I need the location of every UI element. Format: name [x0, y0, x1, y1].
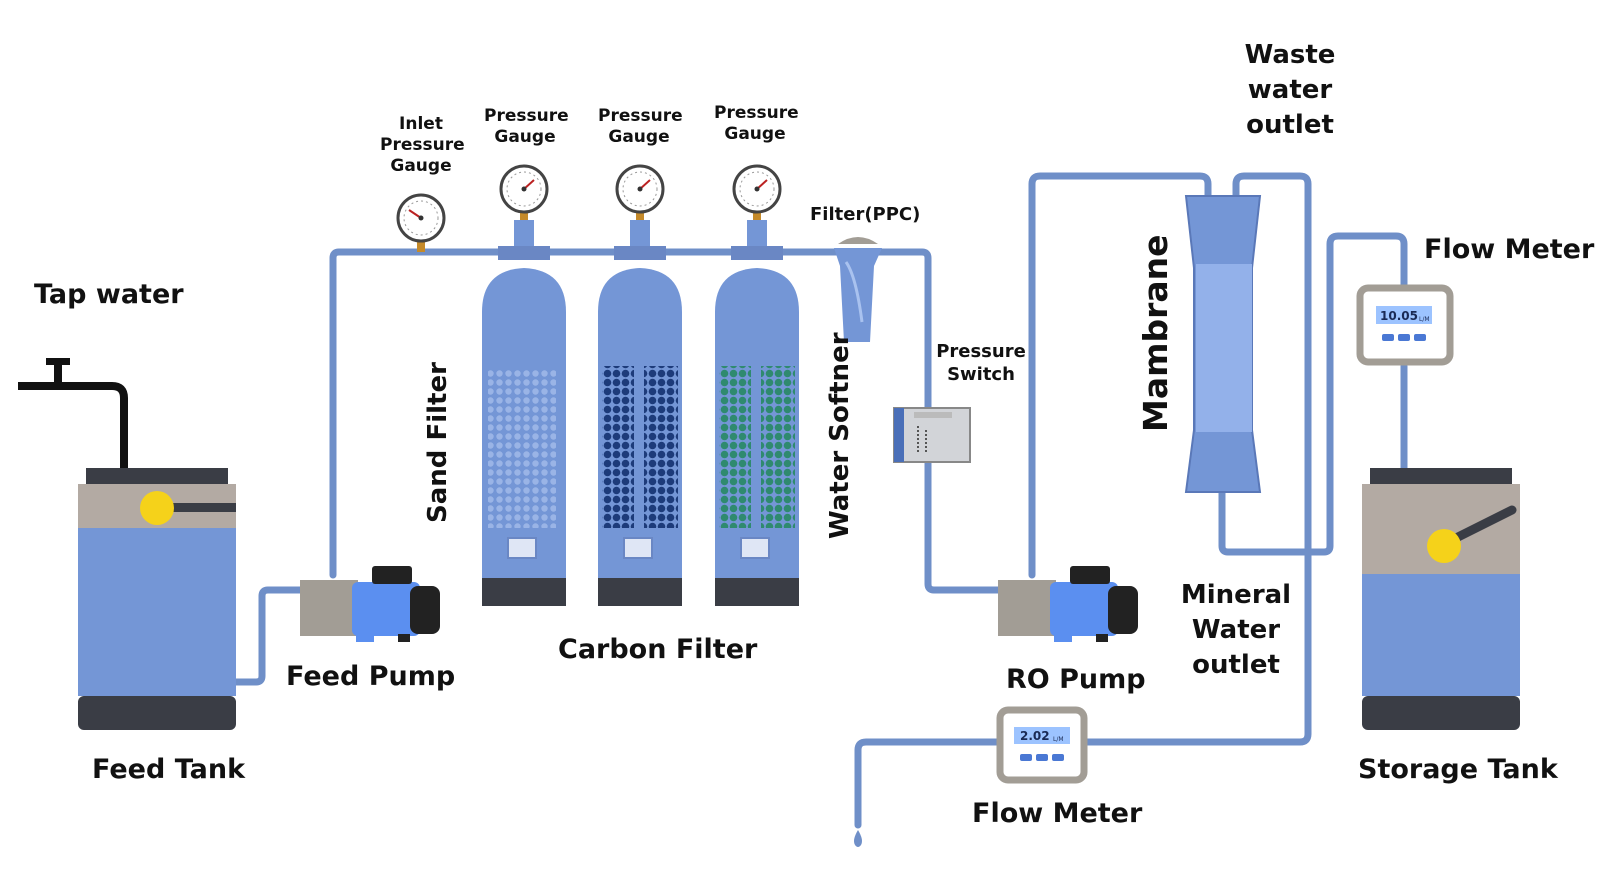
label-carbon-filter: Carbon Filter: [558, 634, 758, 665]
pipe-mineral-water: [1218, 232, 1408, 556]
label-sand-filter: Sand Filter: [423, 362, 453, 523]
label-membrane: Mambrane: [1136, 234, 1175, 432]
label-waste-water-outlet: Waste water outlet: [1244, 40, 1336, 140]
water-softener-vessel: [715, 220, 799, 606]
flow-meter-bottom-value: 2.02: [1020, 729, 1050, 743]
ppc-filter: [834, 237, 882, 342]
storage-tank: [1362, 468, 1520, 730]
label-flow-meter-bottom: Flow Meter: [972, 798, 1143, 829]
pressure-gauge-carbon: [615, 164, 665, 220]
pipe-waste-drain: [854, 738, 1004, 829]
sand-filter-vessel: [482, 220, 566, 606]
ro-pump: [998, 566, 1138, 642]
label-pressure-gauge-softener: Pressure Gauge: [714, 103, 799, 144]
label-feed-pump: Feed Pump: [286, 661, 456, 692]
inlet-pressure-gauge: [396, 193, 446, 252]
carbon-filter-vessel: [598, 220, 682, 606]
label-pressure-gauge-carbon: Pressure Gauge: [598, 106, 683, 147]
feed-pump: [300, 566, 440, 642]
label-mineral-water-outlet: Mineral Water outlet: [1180, 580, 1292, 680]
flow-meter-top-value: 10.05: [1380, 309, 1418, 323]
label-water-softner: Water Softner: [825, 332, 855, 539]
svg-text:L/M: L/M: [1419, 316, 1430, 323]
label-flow-meter-top: Flow Meter: [1424, 234, 1595, 265]
pipe-ro-pump-to-membrane: [1028, 172, 1212, 579]
label-pressure-switch: Pressure Switch: [936, 341, 1026, 385]
feed-tank: [78, 468, 236, 730]
flow-meter-bottom: 2.02 L/M: [996, 706, 1088, 784]
pipe-tank-to-feed-pump: [232, 586, 304, 686]
pipes: [232, 172, 1408, 829]
label-ro-pump: RO Pump: [1006, 664, 1146, 695]
pressure-gauge-softener: [732, 164, 782, 220]
water-drip: [854, 830, 862, 847]
flow-meter-top: 10.05 L/M: [1356, 284, 1454, 366]
tap-faucet: [18, 358, 128, 470]
pressure-gauge-sand: [499, 164, 549, 220]
label-tap-water: Tap water: [34, 279, 184, 310]
pipe-feed-pump-header: [329, 248, 1004, 594]
membrane-housing: [1184, 195, 1262, 493]
svg-text:L/M: L/M: [1053, 736, 1064, 743]
storage-float-ball: [1427, 529, 1461, 563]
label-storage-tank: Storage Tank: [1358, 754, 1558, 785]
float-ball: [140, 491, 174, 525]
label-inlet-pressure-gauge: Inlet Pressure Gauge: [380, 114, 465, 176]
label-pressure-gauge-sand: Pressure Gauge: [484, 106, 569, 147]
label-filter-ppc: Filter(PPC): [810, 204, 921, 225]
pressure-switch: [893, 407, 971, 463]
label-feed-tank: Feed Tank: [92, 754, 246, 785]
pipe-waste-water: [1071, 172, 1312, 746]
